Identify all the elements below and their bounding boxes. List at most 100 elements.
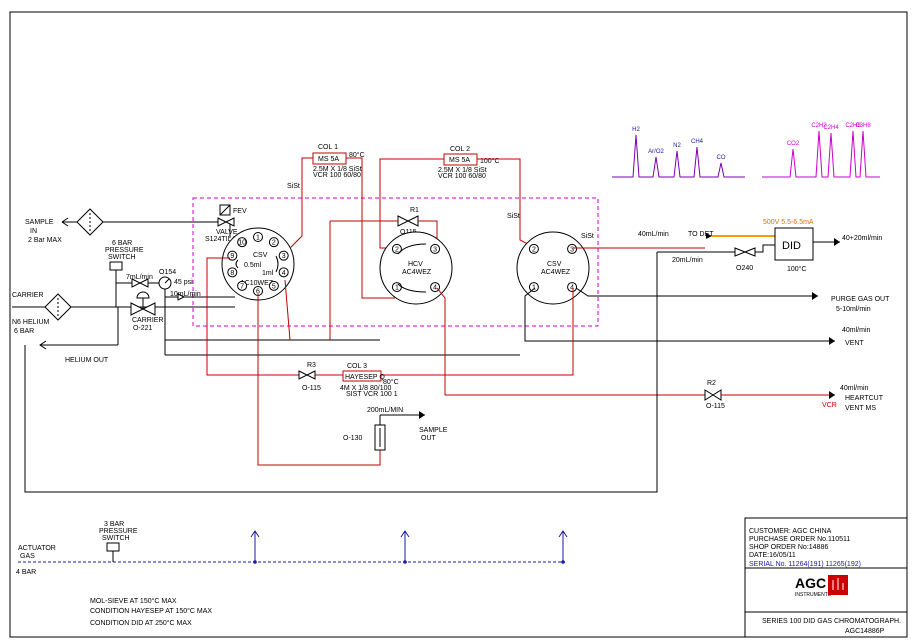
flow-10ml: 10mL/min bbox=[170, 291, 201, 298]
r3-valve-icon bbox=[298, 370, 309, 380]
actuator-junction bbox=[253, 560, 257, 564]
heartcut-line1: HEARTCUT bbox=[845, 395, 884, 402]
col3-temp: 80°C bbox=[383, 378, 399, 386]
col2-temp: 100°C bbox=[480, 157, 500, 165]
psw-top-line3: SWITCH bbox=[108, 254, 136, 261]
actuator-arrow-icon bbox=[250, 530, 260, 538]
heartcut-tag: VCR bbox=[822, 402, 837, 409]
psw-bottom-line2: PRESSURE bbox=[99, 528, 138, 535]
psw-bottom-line1: 3 BAR bbox=[104, 521, 124, 528]
needle-valve-icon bbox=[131, 278, 142, 288]
csv-right-port-label: 2 bbox=[532, 246, 536, 253]
col2-spec2: VCR 100 60/80 bbox=[438, 173, 486, 180]
hcv-port-4 bbox=[430, 282, 441, 293]
csv-left-vol1: 0.5ml bbox=[244, 262, 262, 269]
csv-right-port-4 bbox=[567, 282, 578, 293]
csv-left-port-label: 7 bbox=[240, 283, 244, 290]
csv-left-vol2: 1ml bbox=[262, 270, 274, 277]
flow-20-label: 20mL/min bbox=[672, 257, 703, 264]
csv-left-port-label: 9 bbox=[230, 253, 234, 260]
chromatogram-trace bbox=[612, 134, 745, 178]
peak-label: CH4 bbox=[691, 139, 704, 145]
csv-left-port-9 bbox=[227, 250, 238, 261]
heartcut-line2: VENT MS bbox=[845, 405, 876, 412]
title-block bbox=[744, 517, 908, 638]
purge-line1: PURGE GAS OUT bbox=[831, 296, 890, 303]
hcv-port-label: 4 bbox=[433, 285, 437, 292]
gauge-value: 45 psi bbox=[174, 279, 193, 286]
vent-label: VENT bbox=[845, 340, 864, 347]
col3-box bbox=[342, 370, 382, 382]
fev-line3: S124TIL4-F2 bbox=[205, 236, 246, 243]
actuator-line1: ACTUATOR bbox=[18, 545, 56, 552]
info-shop: SHOP ORDER No:14886 bbox=[749, 544, 828, 551]
chromatogram-trace bbox=[762, 130, 880, 178]
csv-left-model: AC10WEZ bbox=[240, 280, 274, 287]
hcv-port-2 bbox=[391, 243, 402, 254]
sample-in-pressure: 2 Bar MAX bbox=[28, 237, 62, 244]
carrier-valve-label: CARRIER bbox=[132, 317, 164, 324]
col1-temp: 80°C bbox=[349, 151, 365, 159]
csv-left-port-10 bbox=[237, 237, 248, 248]
col1-spec1: 2.5M X 1/8 SiSt bbox=[313, 166, 362, 173]
csv-left-port-label: 10 bbox=[238, 240, 246, 247]
r1-valve-icon bbox=[397, 215, 410, 227]
psw-bottom-line3: SWITCH bbox=[102, 535, 130, 542]
carrier-valve-id: O-221 bbox=[133, 325, 153, 332]
hcv-name: HCV bbox=[408, 261, 423, 268]
csv-right-name: CSV bbox=[547, 261, 562, 268]
peak-label: C2H6 bbox=[845, 123, 861, 129]
actuator-switch-icon bbox=[106, 542, 120, 552]
peak-label: N2 bbox=[673, 143, 681, 149]
o240-label: O240 bbox=[736, 265, 753, 272]
col2-box-label: MS 5A bbox=[449, 157, 470, 164]
info-serial: SERIAL No. 11264(191) 11265(192) bbox=[749, 561, 861, 568]
csv-left-port-8 bbox=[227, 267, 238, 278]
hcv-port-label: 3 bbox=[433, 246, 437, 253]
csv-right-port-1 bbox=[528, 282, 539, 293]
condition-3: CONDITION DID AT 250°C MAX bbox=[90, 619, 192, 627]
r3-id: O-115 bbox=[302, 385, 321, 392]
csv-right-port-3 bbox=[567, 243, 578, 254]
sample-in-label2: IN bbox=[30, 228, 37, 235]
sample-in-label: SAMPLE bbox=[25, 219, 54, 226]
peak-label: Ar/O2 bbox=[648, 149, 664, 155]
peak-label: C2H4 bbox=[823, 125, 839, 131]
sist-label-2: SiSt bbox=[507, 213, 520, 220]
carrier-label: CARRIER bbox=[12, 292, 44, 299]
actuator-arrow-icon bbox=[400, 530, 410, 538]
fev-line2: VALVE bbox=[216, 229, 238, 236]
csv-left-port-7 bbox=[237, 280, 248, 291]
csv-left-port-label: 3 bbox=[282, 253, 286, 260]
heartcut-flow: 40ml/min bbox=[840, 385, 869, 392]
flow-7ml: 7mL/min bbox=[126, 274, 153, 281]
actuator-arrow-icon bbox=[558, 530, 568, 538]
r1-label: R1 bbox=[410, 207, 419, 214]
peak-label: H2 bbox=[632, 127, 640, 133]
col3-spec2: SIST VCR 100 1 bbox=[346, 391, 398, 398]
psw-top-line1: 6 BAR bbox=[112, 240, 132, 247]
flow-40-label: 40mL/min bbox=[638, 231, 669, 238]
sample-out-line1: SAMPLE bbox=[419, 427, 448, 434]
power-label: 500V 5.5-6.5mA bbox=[763, 219, 814, 226]
csv-right-port-label: 3 bbox=[570, 246, 574, 253]
hcv-port-label: 2 bbox=[395, 246, 399, 253]
o240-valve-icon bbox=[734, 247, 747, 257]
csv-left-port-label: 5 bbox=[272, 283, 276, 290]
peak-label: C3H8 bbox=[855, 123, 871, 129]
oven-boundary bbox=[192, 197, 599, 327]
did-detector bbox=[774, 227, 814, 261]
hcv-model: AC4WEZ bbox=[402, 269, 432, 276]
csv-right-model: AC4WEZ bbox=[541, 269, 571, 276]
r3-label: R3 bbox=[307, 362, 316, 369]
r2-id: O-115 bbox=[706, 403, 725, 410]
sample-out-id: O-130 bbox=[343, 435, 363, 442]
csv-left-port-5 bbox=[268, 280, 279, 291]
carrier-pressure: 6 BAR bbox=[14, 328, 34, 335]
col3-box-label: HAYESEP Q bbox=[345, 374, 385, 381]
carrier-gas: N6 HELIUM bbox=[12, 319, 50, 326]
actuator-junction bbox=[403, 560, 407, 564]
